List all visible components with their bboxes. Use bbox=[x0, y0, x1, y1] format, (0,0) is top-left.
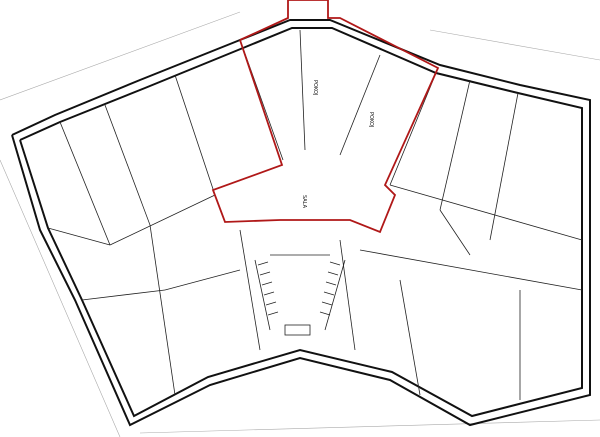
interior-walls bbox=[47, 29, 583, 400]
room-label-pokoj-2: POKOJ bbox=[368, 112, 374, 127]
site-boundary bbox=[0, 11, 600, 437]
room-label-sala: SALA bbox=[301, 195, 307, 209]
highlighted-area-outline bbox=[211, 0, 440, 234]
room-label-pokoj-1: POKOJ bbox=[312, 80, 318, 95]
stairs bbox=[257, 261, 341, 336]
outer-walls bbox=[11, 19, 591, 427]
